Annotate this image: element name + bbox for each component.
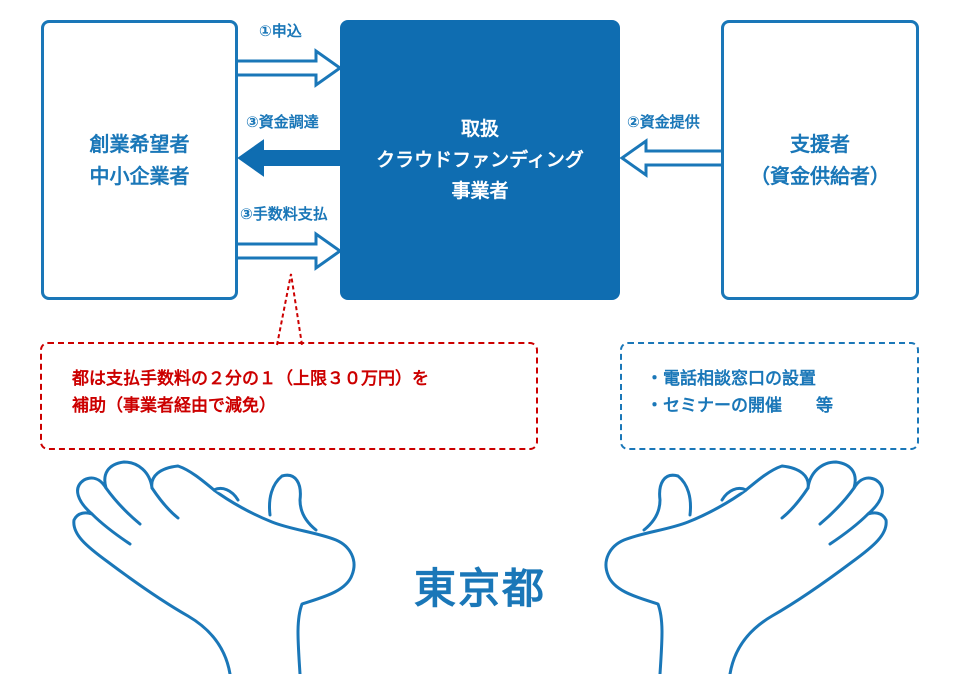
left-thumb-icon [268, 473, 318, 532]
subsidy-note-line2: 補助（事業者経由で減免） [72, 396, 276, 416]
application-label: ①申込 [259, 22, 302, 40]
subsidy-note-line1: 都は支払手数料の２分の１（上限３０万円）を [72, 369, 429, 389]
tokyo-label: 東京都 [413, 564, 546, 613]
fund-raising-arrow [237, 139, 341, 177]
fund-raising-label: ③資金調達 [246, 113, 319, 131]
fee-payment-label: ③手数料支払 [240, 205, 328, 223]
fee-payment-arrow [237, 231, 343, 271]
left-hand-icon [72, 460, 356, 674]
startup-sme-line1: 創業希望者 [89, 132, 190, 156]
support-note-item2: ・セミナーの開催 等 [646, 396, 833, 416]
operator-line3: 事業者 [451, 179, 509, 202]
startup-sme-line2: 中小企業者 [89, 164, 190, 188]
supporter-box: 支援者 （資金供給者） [721, 20, 919, 300]
startup-sme-box: 創業希望者 中小企業者 [41, 20, 238, 300]
funding-provided-label: ②資金提供 [627, 113, 700, 131]
application-arrow [237, 48, 343, 88]
operator-line2: クラウドファンディング [376, 148, 584, 171]
crowdfunding-operator-box: 取扱 クラウドファンディング 事業者 [340, 20, 620, 300]
supporter-line1: 支援者 [790, 132, 850, 156]
funding-provided-arrow [619, 138, 721, 178]
right-hand-icon [604, 460, 888, 674]
support-note-item1: ・電話相談窓口の設置 [646, 369, 816, 389]
supporter-line2: （資金供給者） [750, 164, 890, 188]
support-note: ・電話相談窓口の設置 ・セミナーの開催 等 [620, 342, 919, 450]
operator-line1: 取扱 [460, 117, 499, 140]
callout-pointer [276, 273, 303, 346]
subsidy-note: 都は支払手数料の２分の１（上限３０万円）を 補助（事業者経由で減免） [40, 342, 538, 450]
